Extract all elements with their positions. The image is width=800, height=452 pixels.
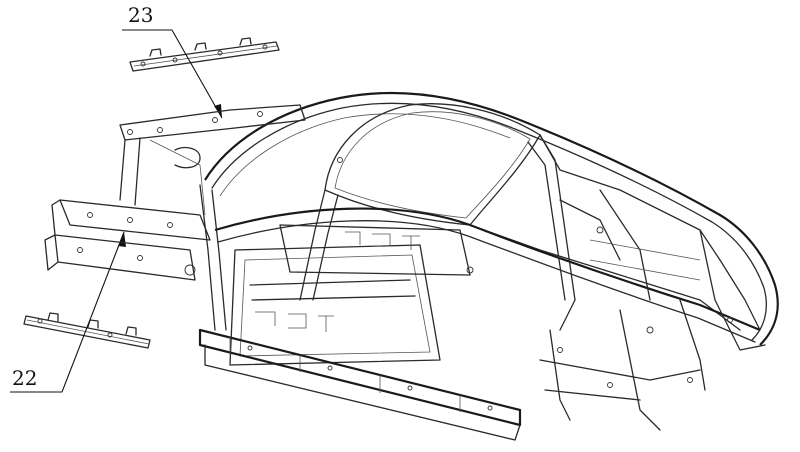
- part-23-beam: [129, 37, 280, 72]
- part-number-22: 22: [12, 366, 38, 390]
- leader-23: [122, 29, 223, 119]
- car-body-frame: [44, 91, 779, 441]
- part-22-beam: [23, 312, 151, 349]
- part-number-23: 23: [128, 3, 154, 27]
